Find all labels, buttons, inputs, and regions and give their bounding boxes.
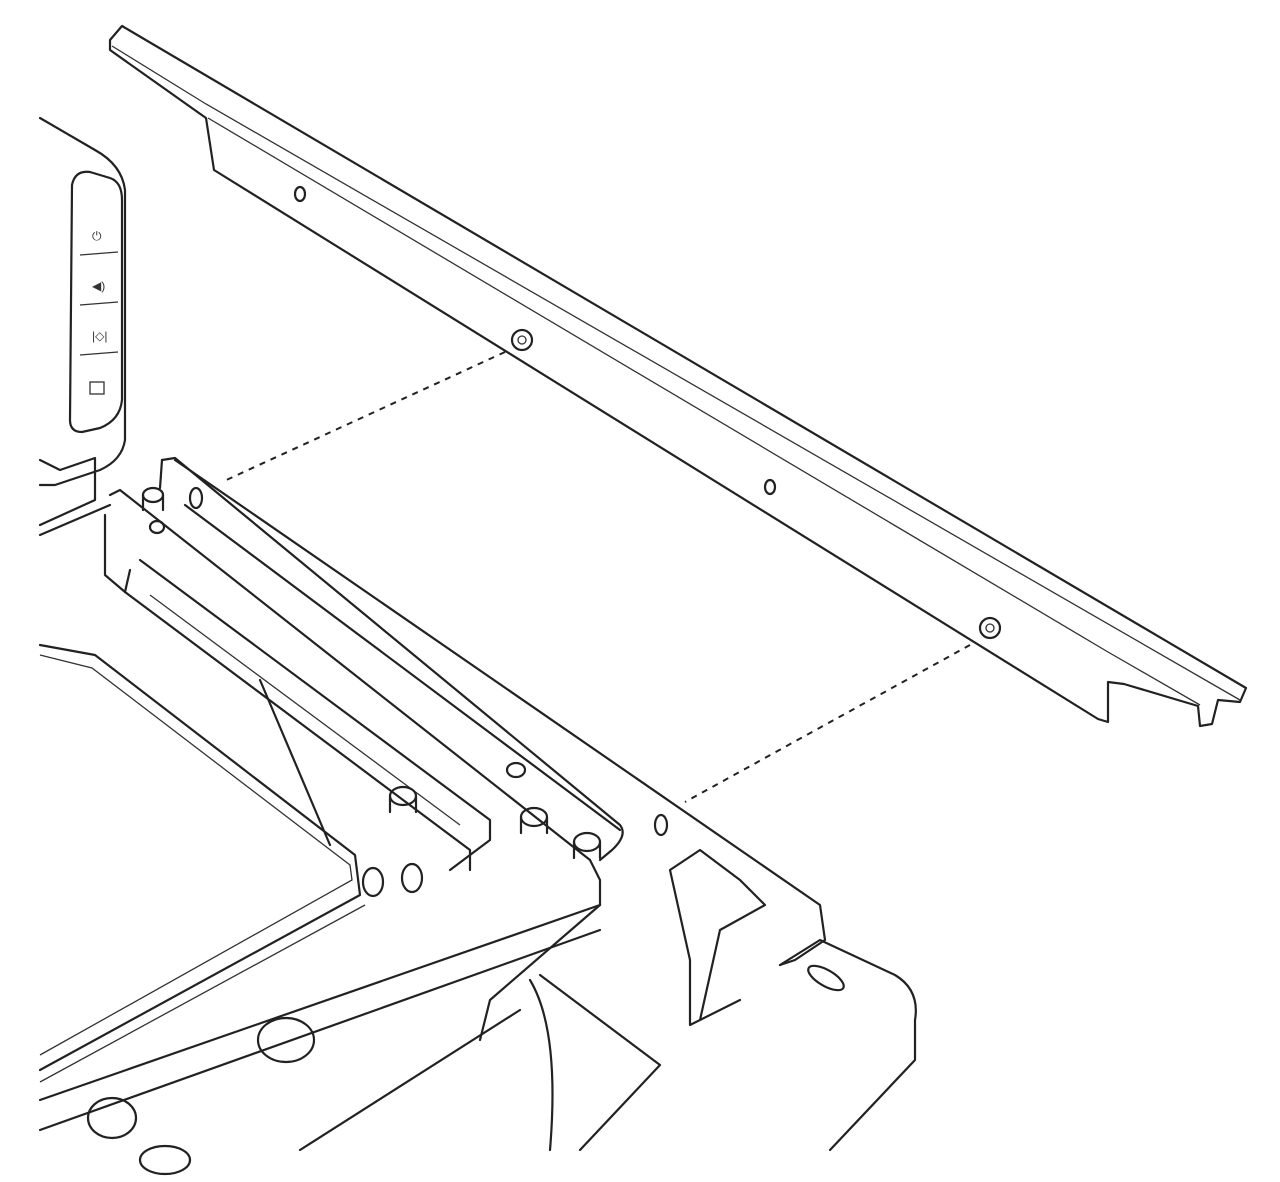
screw-icon	[510, 328, 534, 352]
menu-icon	[89, 381, 105, 395]
handheld-device: ⏻ ◀) |◇|	[38, 116, 127, 527]
scan-icon: |◇|	[92, 329, 107, 343]
locating-pin	[572, 831, 602, 860]
mounting-rail	[108, 24, 1248, 728]
rail-flange-edge	[111, 45, 1241, 701]
volume-icon: ◀)	[92, 279, 105, 293]
rail-hole	[763, 478, 777, 496]
rail-hole	[293, 185, 307, 203]
screw-icon	[978, 616, 1002, 640]
rail-bend-line	[207, 117, 1201, 706]
rail-body	[108, 24, 1248, 728]
power-icon: ⏻	[92, 229, 102, 243]
alignment-guide	[221, 351, 506, 483]
alignment-guide	[684, 644, 971, 803]
locating-pin	[141, 486, 165, 512]
mounting-hole	[256, 1016, 316, 1064]
cradle-frame	[38, 456, 917, 1176]
locating-pin	[388, 785, 418, 814]
locating-pin	[519, 806, 549, 835]
